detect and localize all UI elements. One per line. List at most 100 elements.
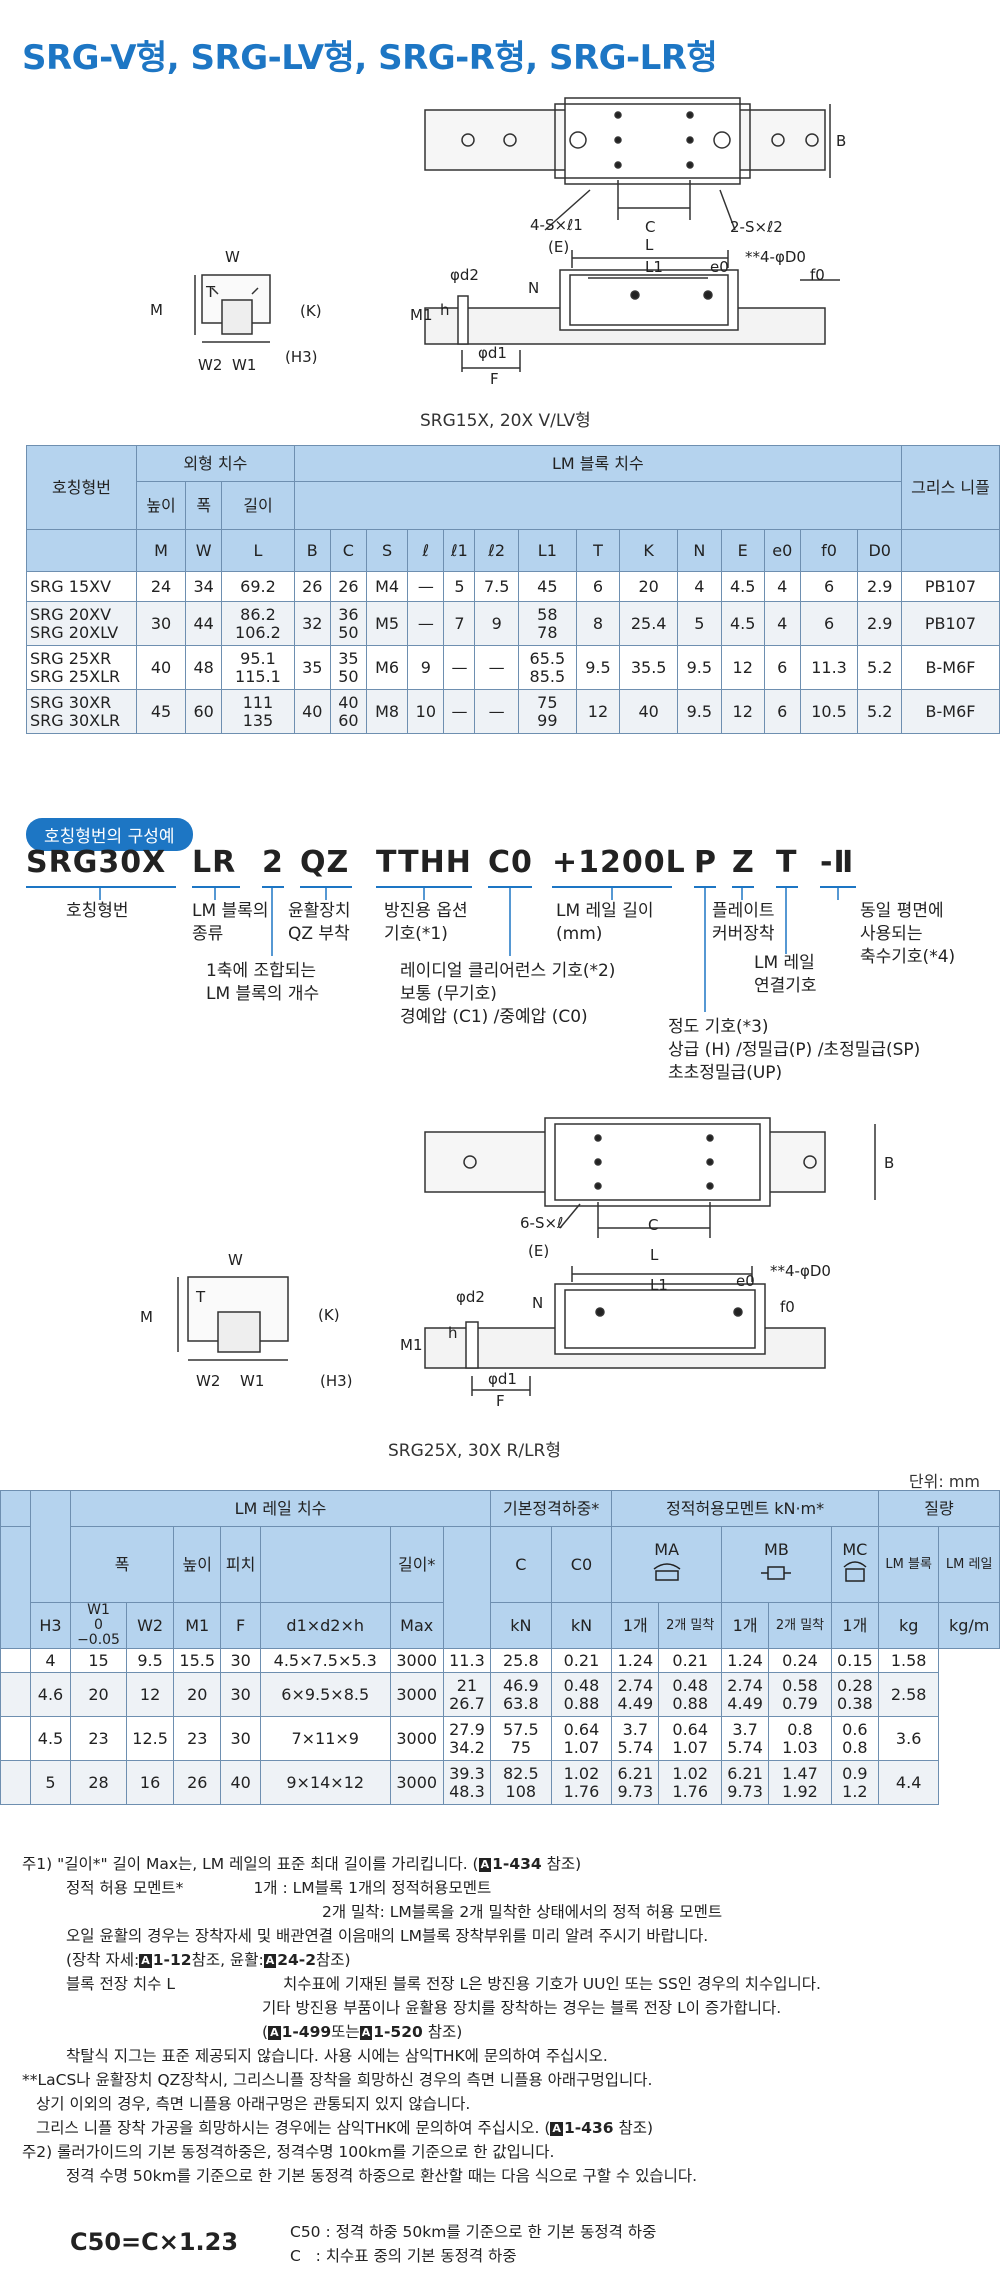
- table-cell: 57.5 75: [490, 1716, 552, 1761]
- table-cell: 9.5: [575, 645, 621, 690]
- ref-icon: A: [139, 1954, 152, 1968]
- table-cell: 36 50: [329, 601, 367, 646]
- table-cell: 0.58 0.79: [768, 1672, 832, 1717]
- label-F: F: [490, 370, 499, 388]
- t2-blank: [0, 1526, 31, 1649]
- label2-N: N: [532, 1294, 543, 1312]
- table-cell: 1.24: [721, 1648, 770, 1673]
- moment-mc-icon: [843, 1560, 867, 1582]
- table-cell: 11.3: [442, 1648, 492, 1673]
- note-line: 2개 밀착: LM블록을 2개 밀착한 상태에서의 정적 허용 모멘트: [322, 1903, 723, 1921]
- ref-icon: A: [263, 1954, 277, 1968]
- table-cell: B-M6F: [901, 689, 1000, 734]
- ref-icon: A: [359, 2026, 373, 2040]
- table-cell: 10: [407, 689, 445, 734]
- label2-L: L: [650, 1246, 659, 1264]
- table-cell: 9×14×12: [259, 1760, 391, 1805]
- t1-col: C: [329, 529, 367, 572]
- label2-T: T: [195, 1288, 206, 1306]
- table-cell: 2.9: [857, 601, 902, 646]
- table-cell: [0, 1648, 31, 1673]
- t2-col: H3: [30, 1602, 71, 1649]
- t2-col-w1: W1 0 −0.05: [69, 1602, 128, 1649]
- table-cell: 35 50: [329, 645, 367, 690]
- table-cell: 7: [443, 601, 476, 646]
- table-cell: —: [407, 601, 445, 646]
- front-view-2: [177, 1276, 289, 1361]
- mb-label: MB: [764, 1539, 789, 1559]
- label2-W: W: [228, 1251, 243, 1269]
- table-cell: 111 135: [221, 689, 295, 734]
- table-cell: 15.5: [173, 1648, 222, 1673]
- table-cell: 1.24: [611, 1648, 660, 1673]
- table-cell: 12: [720, 689, 765, 734]
- label-E: (E): [548, 238, 569, 256]
- moment-mb-icon: [761, 1565, 792, 1580]
- table-cell: 12: [575, 689, 621, 734]
- label-L: L: [645, 236, 654, 254]
- note-line: 착탈식 지그는 표준 제공되지 않습니다. 사용 시에는 삼익THK에 문의하여…: [66, 2047, 608, 2065]
- note-line: 정격 수명 50km를 기준으로 한 기본 동정격 하중으로 환산할 때는 다음…: [66, 2167, 698, 2185]
- table-cell: —: [443, 689, 476, 734]
- code-2: 2: [262, 845, 284, 880]
- label2-M: M: [140, 1308, 153, 1326]
- table-cell: SRG 15XV: [26, 571, 137, 602]
- t1-col: N: [677, 529, 722, 572]
- table-cell: —: [474, 645, 519, 690]
- underline: [776, 886, 798, 888]
- table-cell: 20: [173, 1672, 222, 1717]
- annot-joint: LM 레일 연결기호: [754, 953, 817, 996]
- table-cell: 4.6: [30, 1672, 71, 1717]
- label2-d2: φd2: [456, 1288, 485, 1306]
- label-d1: φd1: [478, 344, 507, 362]
- table-cell: 1.02 1.76: [550, 1760, 613, 1805]
- label-M1: M1: [410, 306, 433, 324]
- note-line: 기타 방진용 부품이나 윤활용 장치를 장착하는 경우는 블록 전장 L이 증가…: [262, 1999, 782, 2017]
- table-cell: —: [443, 645, 476, 690]
- table-cell: [0, 1716, 31, 1761]
- table-cell: 9.5: [677, 689, 722, 734]
- table-cell: 86.2 106.2: [221, 601, 295, 646]
- table-cell: 2.58: [877, 1672, 940, 1717]
- table-cell: 9: [474, 601, 519, 646]
- table-cell: 44: [185, 601, 223, 646]
- table-cell: 5: [30, 1760, 71, 1805]
- table-cell: 30: [220, 1648, 261, 1673]
- t1-col: L1: [517, 529, 577, 572]
- table-cell: 21 26.7: [442, 1672, 492, 1717]
- label-e0: e0: [710, 258, 729, 276]
- table-cell: 0.9 1.2: [830, 1760, 879, 1805]
- table-cell: 40: [135, 645, 187, 690]
- notes-block: 주1) "길이*" 길이 Max는, LM 레일의 표준 최대 길이를 가리킵니…: [22, 1852, 821, 2188]
- t2-moment-group: 정적허용모멘트 kN·m*: [611, 1490, 879, 1527]
- t1-col: S: [365, 529, 409, 572]
- label2-E: (E): [528, 1242, 549, 1260]
- table-cell: 35: [293, 645, 331, 690]
- underline: [262, 886, 284, 888]
- table-cell: 6: [575, 571, 621, 602]
- table-cell: 5: [677, 601, 722, 646]
- annot-lube: 윤활장치 QZ 부착: [288, 901, 351, 944]
- table-cell: 45: [135, 689, 187, 734]
- t1-col-row: M W L B C S ℓ ℓ1 ℓ2 L1 T K N E e0 f0 D0: [26, 529, 1000, 572]
- annot-model: 호칭형번: [66, 901, 129, 921]
- annot-axis: 동일 평면에 사용되는 축수기호(*4): [860, 901, 956, 967]
- t2-col: F: [220, 1602, 261, 1649]
- table-cell: SRG 30XR SRG 30XLR: [26, 689, 137, 734]
- t2-col: kg/m: [938, 1602, 1000, 1649]
- t1-col: L: [221, 529, 295, 572]
- label-h: h: [440, 301, 450, 319]
- table-cell: 4.5×7.5×5.3: [259, 1648, 391, 1673]
- t2-sub-pitch: 피치: [220, 1526, 261, 1603]
- table-cell: 26: [293, 571, 331, 602]
- table-cell: 12: [720, 645, 765, 690]
- table-cell: 4.5: [720, 601, 765, 646]
- table-cell: 0.15: [830, 1648, 879, 1673]
- table-cell: 2.74 4.49: [721, 1672, 770, 1717]
- mc-label: MC: [842, 1539, 868, 1559]
